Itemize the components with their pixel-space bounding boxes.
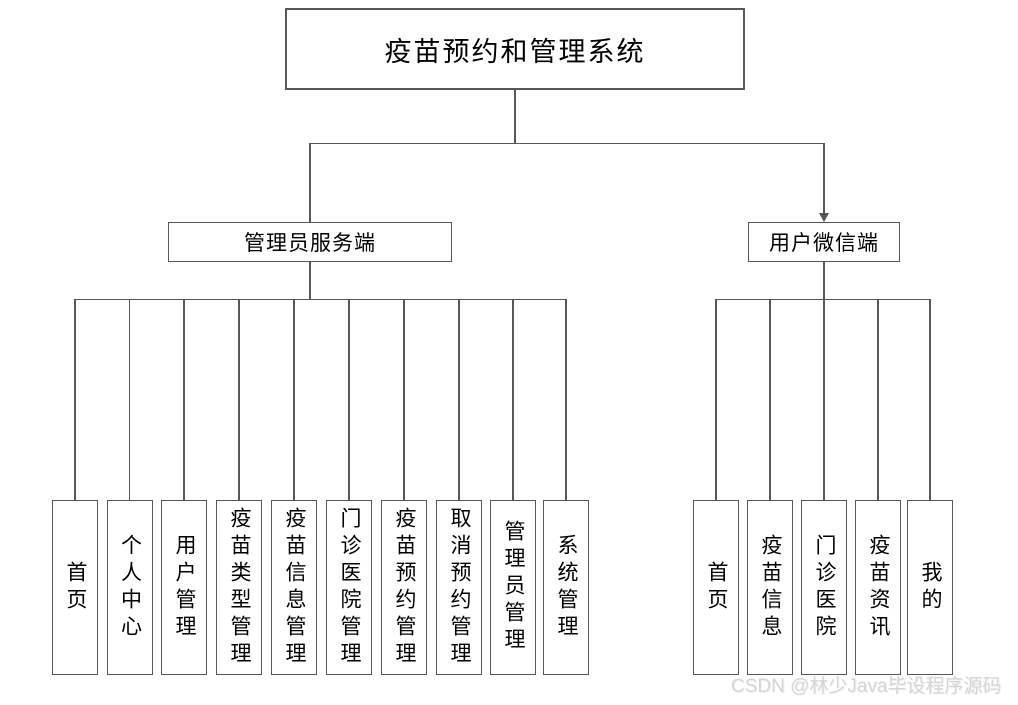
connector-user-leaf-drop — [929, 299, 931, 500]
node-admin-clinic-hospital-management: 门诊医院管理 — [326, 500, 372, 675]
node-user-home: 首页 — [693, 500, 739, 675]
node-user-branch: 用户微信端 — [748, 222, 900, 262]
node-admin-administrator-management: 管理员管理 — [490, 500, 536, 675]
connector-user-stem — [823, 262, 825, 299]
connector-admin-leaf-drop — [565, 299, 567, 500]
node-admin-vaccine-info-management: 疫苗信息管理 — [271, 500, 317, 675]
connector-admin-leaf-drop — [348, 299, 350, 500]
node-user-vaccine-news: 疫苗资讯 — [855, 500, 901, 675]
node-admin-personal-center: 个人中心 — [106, 500, 153, 675]
node-user-vaccine-info: 疫苗信息 — [747, 500, 793, 675]
connector-admin-leaf-drop — [403, 299, 405, 500]
connector-user-leaf-drop — [823, 299, 825, 500]
connector-admin-leaf-drop — [293, 299, 295, 500]
node-root-system-title: 疫苗预约和管理系统 — [285, 8, 745, 90]
node-admin-branch: 管理员服务端 — [168, 222, 452, 262]
connector-admin-leaf-drop — [183, 299, 185, 500]
node-user-clinic-hospital: 门诊医院 — [801, 500, 847, 675]
connector-admin-leaf-drop — [238, 299, 240, 500]
node-admin-vaccine-reservation-management: 疫苗预约管理 — [381, 500, 427, 675]
node-user-mine: 我的 — [907, 500, 953, 675]
csdn-watermark: CSDN @林少Java毕设程序源码 — [731, 676, 1002, 697]
connector-root-stem — [514, 90, 516, 143]
connector-to-user-branch — [823, 143, 825, 214]
connector-user-bus — [715, 298, 930, 300]
connector-user-leaf-drop — [877, 299, 879, 500]
node-admin-system-management: 系统管理 — [543, 500, 589, 675]
connector-level1-bus — [309, 142, 825, 144]
connector-to-admin-branch — [309, 143, 311, 222]
connector-admin-leaf-drop — [128, 299, 130, 500]
connector-user-leaf-drop — [769, 299, 771, 500]
connector-admin-leaf-drop — [458, 299, 460, 500]
arrowhead-user-branch — [819, 213, 829, 222]
connector-user-leaf-drop — [715, 299, 717, 500]
node-admin-vaccine-type-management: 疫苗类型管理 — [216, 500, 262, 675]
connector-admin-leaf-drop — [74, 299, 76, 500]
node-admin-cancel-reservation-management: 取消预约管理 — [436, 500, 482, 675]
connector-admin-leaf-drop — [512, 299, 514, 500]
connector-admin-stem — [309, 262, 311, 299]
node-admin-user-management: 用户管理 — [161, 500, 207, 675]
connector-admin-bus — [74, 298, 566, 300]
node-admin-home: 首页 — [52, 500, 98, 675]
